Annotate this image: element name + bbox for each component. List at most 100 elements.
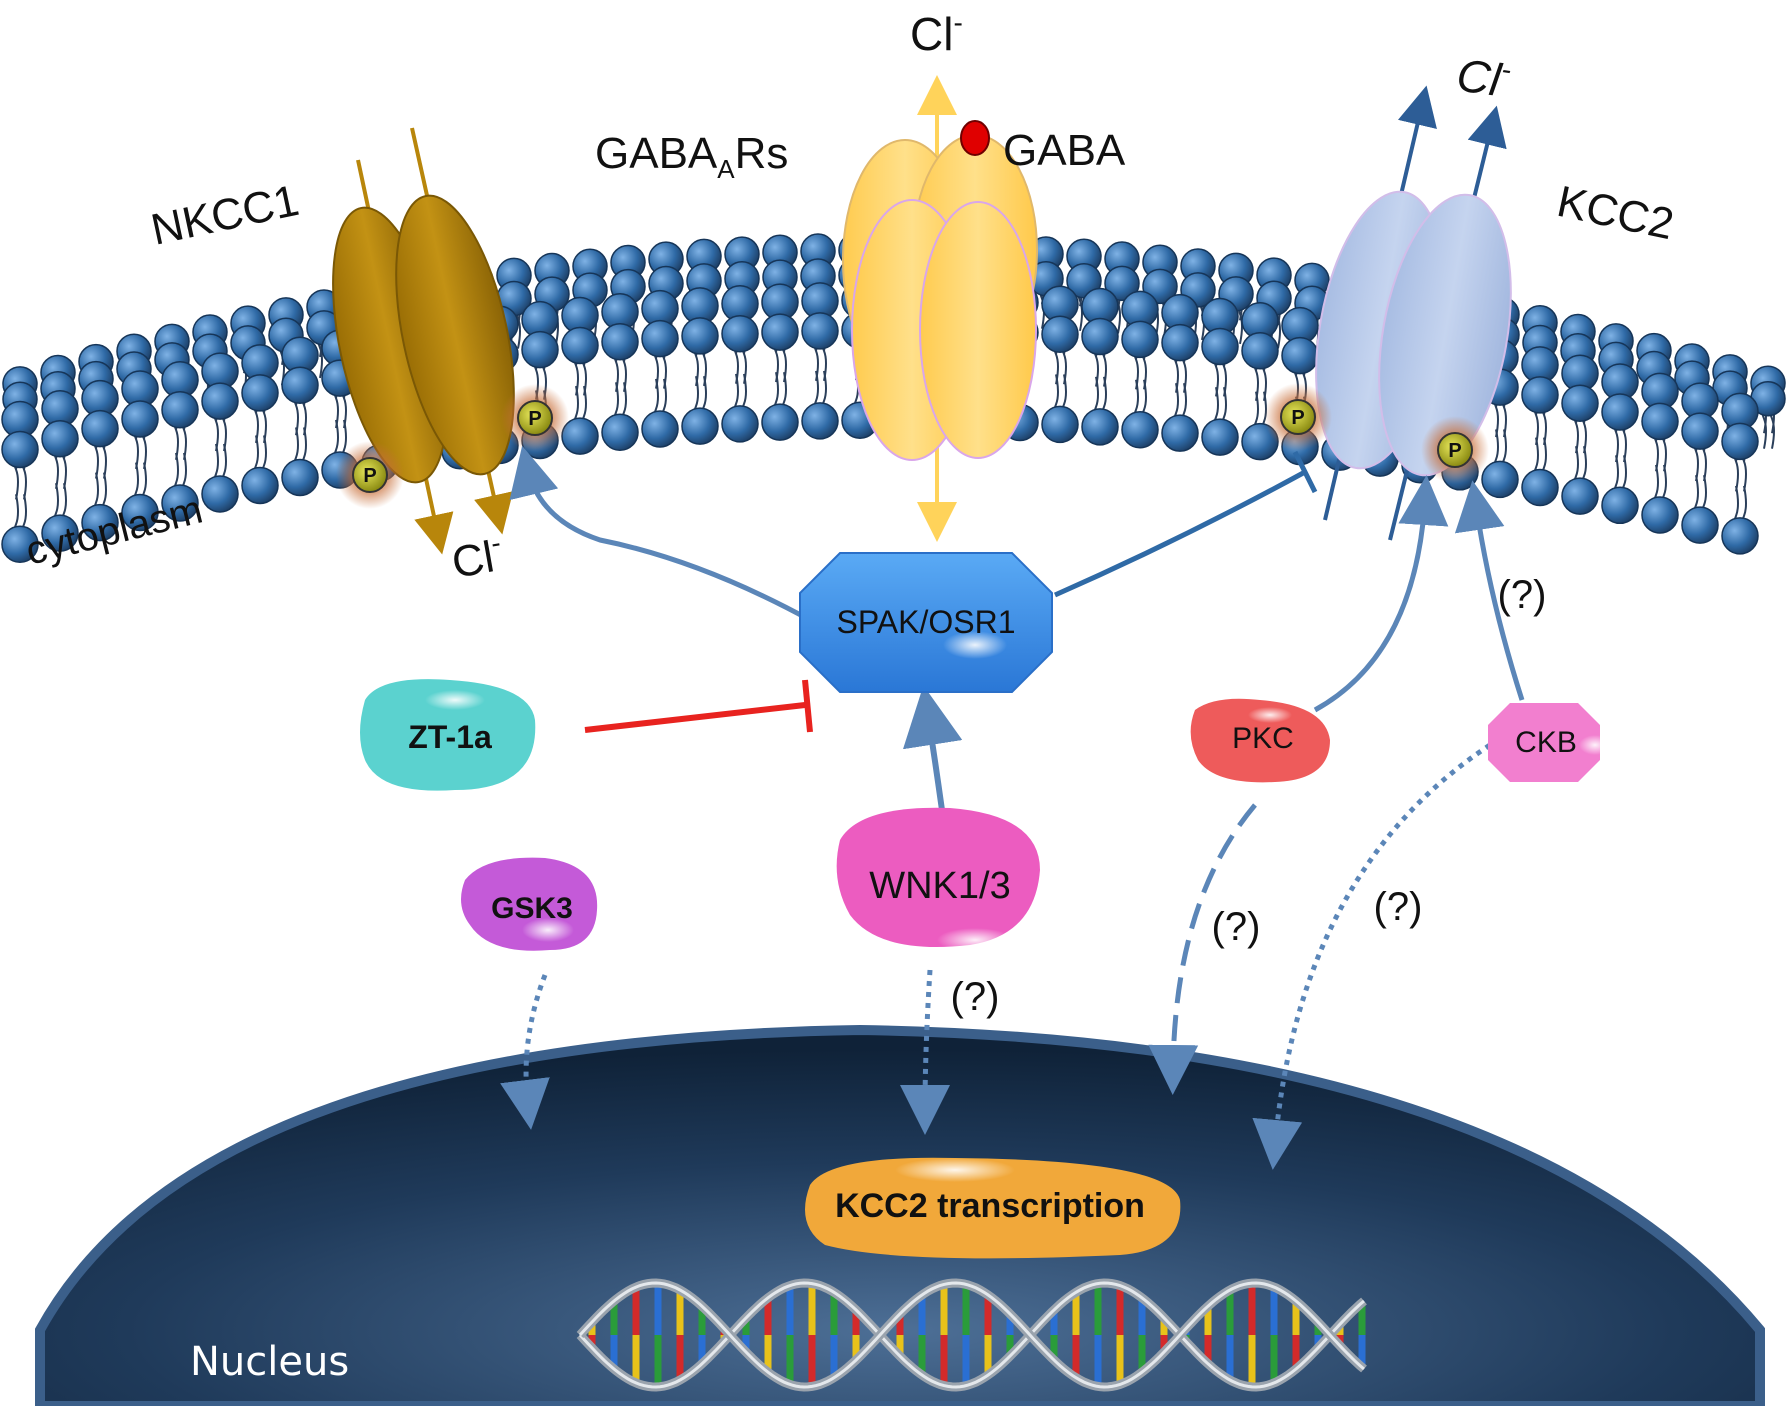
nucleus-label: Nucleus bbox=[190, 1339, 349, 1385]
lipid-head bbox=[1561, 384, 1599, 422]
lipid-head bbox=[121, 493, 159, 532]
lipid-head bbox=[1721, 517, 1759, 555]
gabaa-receptor-label: GABAARs bbox=[595, 129, 788, 184]
svg-text:P: P bbox=[1291, 407, 1304, 429]
chloride-top-label: Cl- bbox=[910, 7, 963, 60]
lipid-head bbox=[1201, 327, 1239, 366]
lipid-head bbox=[801, 312, 839, 350]
zt1a-inhibits-spak bbox=[584, 679, 813, 733]
lipid-head bbox=[521, 330, 559, 369]
lipid-head bbox=[161, 484, 199, 522]
lipid-head bbox=[1641, 402, 1679, 441]
lipid-head bbox=[1241, 332, 1279, 370]
wnk-node: WNK1/3 bbox=[836, 807, 1040, 952]
lipid-head bbox=[1041, 405, 1079, 444]
lipid-head bbox=[281, 366, 319, 404]
kcc2-transcription-node: KCC2 transcription bbox=[805, 1157, 1181, 1259]
pkc-to-nucleus-arrow bbox=[1148, 803, 1257, 1095]
dna-backbone-highlight bbox=[578, 1281, 1365, 1389]
svg-text:P: P bbox=[363, 465, 376, 487]
lipid-head bbox=[1601, 393, 1639, 431]
lipid-head bbox=[1481, 460, 1519, 499]
ckb-to-nucleus-arrow bbox=[1252, 742, 1492, 1170]
lipid-head bbox=[1201, 418, 1239, 456]
lipid-head bbox=[1521, 376, 1559, 414]
phospho-site: P bbox=[336, 441, 404, 509]
lipid-head bbox=[241, 374, 279, 412]
svg-text:KCC2 transcription: KCC2 transcription bbox=[835, 1187, 1145, 1225]
lipid-head bbox=[241, 466, 279, 505]
lipid-head bbox=[201, 475, 239, 513]
lipid-head bbox=[41, 420, 79, 458]
dna-helix bbox=[576, 1278, 1367, 1392]
svg-text:SPAK/OSR1: SPAK/OSR1 bbox=[836, 604, 1015, 640]
lipid-head bbox=[1, 525, 39, 564]
lipid-head bbox=[121, 400, 159, 438]
chloride-nkcc1-label: Cl- bbox=[448, 527, 507, 588]
lipid-head bbox=[81, 409, 119, 448]
lipid-head bbox=[1681, 412, 1719, 450]
kcc2-transporter: KCC2 bbox=[1315, 85, 1678, 541]
lipid-head bbox=[601, 413, 639, 452]
lipid-head bbox=[681, 317, 719, 355]
spak-to-nkcc1-arrow bbox=[509, 445, 812, 623]
pkc-to-kcc2-arrow bbox=[1313, 475, 1449, 713]
svg-text:PKC: PKC bbox=[1232, 722, 1294, 755]
unknown-ckb-kcc2-label: (?) bbox=[1498, 573, 1547, 617]
dna-backbone-highlight bbox=[578, 1281, 1365, 1389]
lipid-head bbox=[1121, 320, 1159, 359]
unknown-wnk-nucleus-label: (?) bbox=[951, 975, 1000, 1019]
gsk3-to-nucleus-arrow bbox=[500, 974, 550, 1130]
gabaa-receptor bbox=[842, 75, 1038, 542]
phospho-site: P bbox=[501, 384, 569, 452]
zt1a-node: ZT-1a bbox=[360, 679, 536, 791]
svg-text:Cl-: Cl- bbox=[448, 527, 507, 588]
gsk3-node: GSK3 bbox=[461, 857, 598, 951]
lipid-head bbox=[1681, 506, 1719, 544]
lipid-head bbox=[801, 402, 839, 440]
lipid-head bbox=[1161, 414, 1199, 452]
phospho-site: P bbox=[1264, 383, 1332, 451]
lipid-head bbox=[1041, 315, 1079, 353]
chloride-kcc2-label: Cl- bbox=[1454, 47, 1514, 107]
ckb-node: CKB bbox=[1488, 703, 1611, 782]
lipid-head bbox=[1081, 317, 1119, 356]
svg-text:P: P bbox=[1448, 440, 1461, 462]
lipid-head bbox=[81, 503, 119, 542]
lipid-head bbox=[1, 430, 39, 469]
wnk-to-spak-arrow bbox=[902, 685, 963, 811]
lipid-head bbox=[681, 407, 719, 445]
nkcc1-label: NKCC1 bbox=[147, 176, 303, 255]
gaba-label: GABA bbox=[1003, 126, 1126, 175]
kcc2-label: KCC2 bbox=[1553, 177, 1678, 249]
lipid-head bbox=[1104, 265, 1140, 302]
lipid-head bbox=[1121, 410, 1159, 449]
svg-text:ZT-1a: ZT-1a bbox=[408, 719, 492, 755]
unknown-ckb-nucleus-label: (?) bbox=[1374, 885, 1423, 929]
gaba-ligand bbox=[960, 120, 990, 156]
lipid-head bbox=[561, 326, 599, 365]
lipid-head bbox=[601, 323, 639, 361]
svg-text:GSK3: GSK3 bbox=[491, 892, 573, 925]
svg-text:WNK1/3: WNK1/3 bbox=[869, 865, 1010, 907]
lipid-head bbox=[641, 410, 679, 448]
lipid-head bbox=[1161, 323, 1199, 362]
lipid-head bbox=[721, 405, 759, 443]
spak-inhibits-kcc2 bbox=[1053, 450, 1318, 598]
lipid-head bbox=[761, 403, 799, 441]
spak-osr1-node: SPAK/OSR1 bbox=[799, 552, 1053, 693]
lipid-head bbox=[41, 514, 79, 552]
lipid-head bbox=[1721, 422, 1759, 461]
lipid-head bbox=[761, 313, 799, 351]
lipid-head bbox=[1641, 496, 1679, 534]
lipid-head bbox=[161, 391, 199, 429]
svg-text:P: P bbox=[528, 408, 541, 430]
unknown-pkc-nucleus-label: (?) bbox=[1212, 905, 1261, 949]
pkc-node: PKC bbox=[1190, 698, 1330, 783]
lipid-head bbox=[1281, 336, 1319, 375]
lipid-head bbox=[721, 314, 759, 353]
lipid-head bbox=[281, 458, 319, 497]
svg-text:CKB: CKB bbox=[1515, 726, 1577, 759]
lipid-head bbox=[1561, 477, 1599, 515]
